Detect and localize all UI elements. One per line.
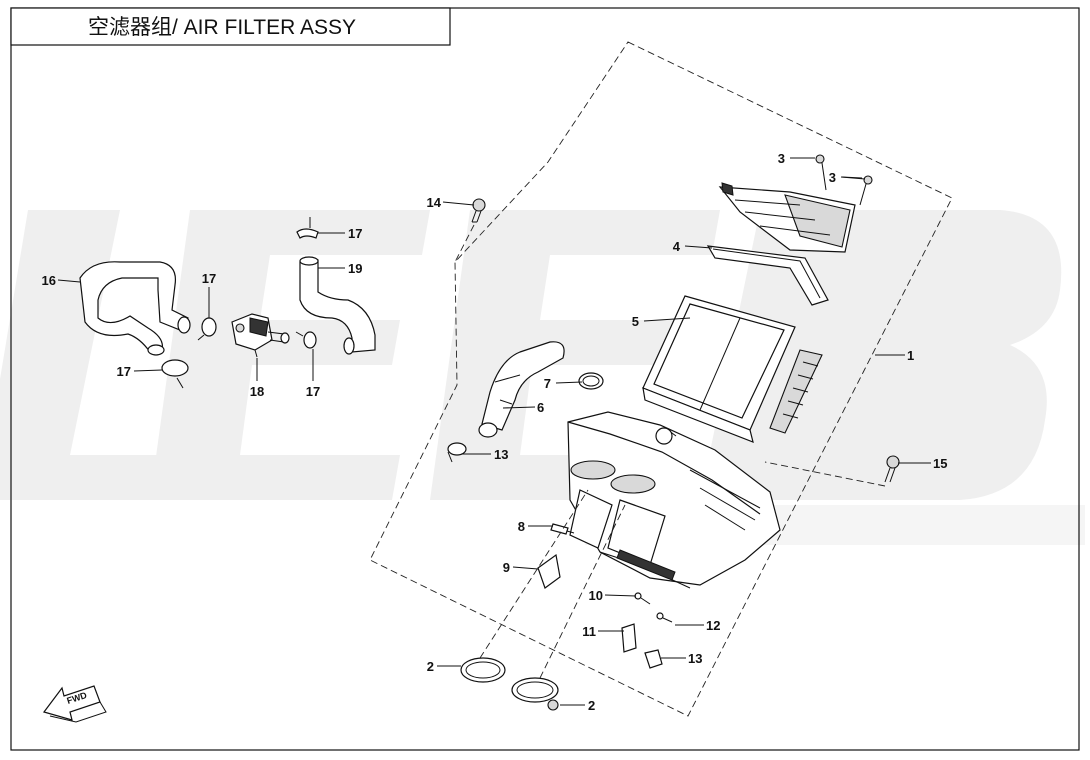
- clamp-2-left: [460, 489, 589, 683]
- callout-9: 9: [503, 560, 510, 575]
- callout-1: 1: [907, 348, 914, 363]
- background-watermark: [0, 210, 1085, 545]
- callout-13: 13: [688, 651, 702, 666]
- clamp-2-right: [511, 504, 626, 711]
- clamp-17-left-top: [197, 317, 217, 341]
- callout-4: 4: [673, 239, 681, 254]
- callout-8: 8: [518, 519, 525, 534]
- hose-16: [79, 261, 191, 356]
- callout-12: 12: [706, 618, 720, 633]
- page-border: [10, 7, 1080, 751]
- callout-5: 5: [632, 314, 639, 329]
- clamp-17-left-bottom: [161, 359, 189, 389]
- leader-lines: [57, 157, 931, 706]
- callout-labels: 3 3 4 5 1 7 6 14 15 13 8 9 10 11 12 13 2…: [42, 151, 948, 713]
- drain-cap-9: [537, 553, 561, 589]
- hose-19: [299, 256, 376, 355]
- callout-15: 14: [427, 195, 442, 210]
- filter-element: [642, 295, 823, 443]
- assembly-outline: [369, 41, 953, 717]
- clamp-14: [447, 442, 467, 463]
- drain-cap-13: [644, 649, 663, 669]
- intake-duct: [478, 341, 565, 438]
- callout-2: 2: [427, 659, 434, 674]
- callout-19: 19: [348, 261, 362, 276]
- callout-15: 15: [933, 456, 947, 471]
- fitting-8: [550, 523, 575, 535]
- callout-17: 17: [348, 226, 362, 241]
- airbox-top-cover: [718, 182, 856, 253]
- callout-11: 11: [582, 624, 596, 639]
- screw-3-right: [841, 175, 873, 206]
- fitting-12: [656, 612, 673, 623]
- clamp-17-mid: [295, 331, 317, 349]
- filter-gasket: [706, 245, 829, 306]
- fitting-10: [634, 592, 651, 605]
- callout-10: 10: [589, 588, 603, 603]
- forward-direction-arrow: FWD: [42, 685, 107, 723]
- callout-3: 3: [778, 151, 785, 166]
- callout-16: 16: [42, 273, 56, 288]
- bolt-15-right: [764, 455, 900, 487]
- airbox-housing: [567, 411, 781, 589]
- callout-17: 17: [202, 271, 216, 286]
- screw-3-left: [800, 154, 827, 191]
- callout-18: 18: [250, 384, 264, 399]
- callout-6: 6: [537, 400, 544, 415]
- callout-3: 3: [829, 170, 836, 185]
- diagram-title: 空滤器组/ AIR FILTER ASSY: [88, 16, 356, 39]
- clamp-17-top: [296, 217, 319, 239]
- callout-2: 2: [588, 698, 595, 713]
- title-box: [10, 7, 451, 46]
- callout-7: 7: [544, 376, 551, 391]
- valve-18: [231, 313, 290, 358]
- clamp-7: [578, 372, 604, 390]
- callout-17: 17: [117, 364, 131, 379]
- drain-tube-11: [621, 623, 637, 653]
- callout-17: 17: [306, 384, 320, 399]
- bolt-15-left: [454, 198, 486, 263]
- callout-14: 13: [494, 447, 508, 462]
